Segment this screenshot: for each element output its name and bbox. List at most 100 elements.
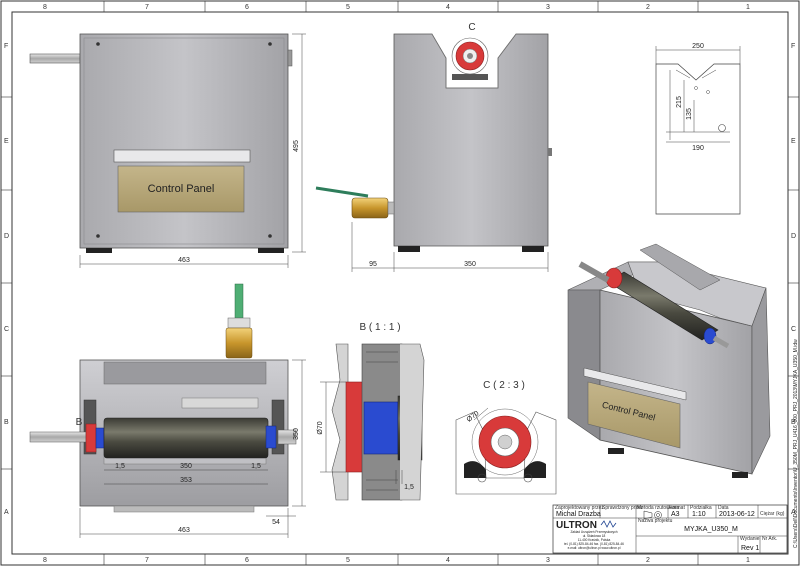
profile-dim-width-bottom: 190: [692, 145, 704, 152]
ruler-col-6-bottom: 6: [245, 557, 249, 564]
top-dim-gap-right: 1,5: [251, 463, 261, 470]
top-dim-gap-left: 1,5: [115, 463, 125, 470]
iso-control-panel: [587, 381, 681, 449]
front-foot-right: [258, 248, 284, 253]
top-dim-overall: 463: [178, 527, 190, 534]
ruler-col-3-bottom: 3: [546, 557, 550, 564]
ruler-col-4-bottom: 4: [446, 557, 450, 564]
detail-b-dim-gap: 1,5: [404, 484, 414, 491]
ruler-col-2-bottom: 2: [646, 557, 650, 564]
top-bearing-red: [85, 423, 97, 453]
side-dim-valve: 95: [369, 261, 377, 268]
tb-scale: 1:10: [692, 511, 706, 518]
ruler-col-1: 1: [746, 4, 750, 11]
ruler-col-8-bottom: 8: [43, 557, 47, 564]
ruler-row-e-right: E: [791, 138, 796, 145]
tb-format: A3: [671, 511, 680, 518]
tb-drawing-name: MYJKA_U350_M: [684, 526, 738, 533]
tb-checked-by-label: Sprawdzony przez: [602, 505, 644, 511]
ruler-col-5: 5: [346, 4, 350, 11]
tb-company-line-2: ul. Składowa 18: [583, 534, 606, 538]
profile-outline: [655, 63, 741, 215]
front-control-panel: [117, 165, 245, 213]
side-ball-valve: [351, 197, 389, 219]
tb-drawn-by: Michal Drazba: [556, 511, 601, 518]
iso-view: Control Panel: [567, 243, 771, 478]
top-dim-foot: 54: [272, 519, 280, 526]
profile-drain-hole: [718, 124, 726, 132]
ruler-col-7-bottom: 7: [145, 557, 149, 564]
front-view: Control Panel 463 495: [29, 33, 306, 268]
tb-date-label: Data: [718, 505, 729, 511]
tb-mass-label: Ciężar (kg): [760, 511, 785, 517]
ruler-row-d: D: [4, 233, 9, 240]
detail-c-title: C ( 2 : 3 ): [483, 380, 525, 391]
side-label-c: C: [468, 22, 475, 33]
ruler-rows-left: F E D C B A: [4, 43, 9, 516]
detail-b-view: B ( 1 : 1 ) Ø70 1,5: [317, 322, 425, 501]
front-shaft: [29, 53, 81, 64]
ruler-row-c-right: C: [791, 326, 796, 333]
logo-wave-icon: [600, 520, 617, 528]
ruler-col-1-bottom: 1: [746, 557, 750, 564]
top-shaft-left: [29, 431, 87, 443]
detail-c-view: C ( 2 : 3 ) Ø70: [455, 380, 557, 495]
ruler-row-a-right: A: [791, 509, 796, 516]
valve-handle: [315, 186, 369, 198]
projection-symbol-icon: [643, 510, 662, 520]
ruler-col-3: 3: [546, 4, 550, 11]
profile-view: 250 215 135 190: [655, 43, 741, 215]
tb-revision-label: Wydanie: [740, 536, 760, 542]
tb-company-line-5: e-mail: ultron@ultron.pl www.ultron.pl: [568, 546, 621, 550]
front-slot: [113, 149, 251, 163]
tb-company-line-1: Zakład Urządzeń Przemysłowych: [570, 530, 617, 534]
tb-company-line-4: tel. (0-81) 825-84-46 fax. (0-81) 825-84…: [564, 542, 624, 546]
profile-dim-height-outer: 215: [676, 96, 683, 108]
detail-b-dim-dia: Ø70: [317, 421, 324, 434]
tb-drawn-by-label: Zaprojektowany przez: [555, 505, 604, 511]
top-dim-roller: 350: [180, 463, 192, 470]
top-label-b: B: [76, 417, 83, 428]
tb-name-label: Nazwa projektu: [638, 518, 673, 524]
detail-b-title: B ( 1 : 1 ): [359, 322, 400, 333]
profile-dim-height-inner: 135: [686, 108, 693, 120]
ruler-columns-bottom: 8 7 6 5 4 3 2 1: [43, 557, 750, 564]
front-foot-left: [86, 248, 112, 253]
ruler-row-a: A: [4, 509, 9, 516]
ultron-logo: ULTRON: [556, 520, 597, 531]
ruler-row-b: B: [4, 419, 9, 426]
profile-dim-width-top: 250: [692, 43, 704, 50]
tb-revision: Rev 1: [741, 545, 759, 552]
ruler-row-b-right: B: [791, 419, 796, 426]
ruler-col-4: 4: [446, 4, 450, 11]
top-dim-inner: 353: [180, 477, 192, 484]
detail-b-hub: [363, 401, 399, 455]
file-path: C:\Users\Dell\Documents\Inventor\U_350M_…: [793, 339, 799, 548]
ruler-row-f: F: [4, 43, 8, 50]
tb-proj-label: Metoda rzutowania: [637, 505, 679, 511]
title-block: Zaprojektowany przez Michal Drazba Spraw…: [552, 504, 788, 554]
front-housing: [79, 33, 289, 249]
tb-sheet-label: Nr Ark.: [762, 536, 777, 542]
tb-company-line-3: 11-400 Kraśnik, Polska: [578, 538, 611, 542]
ruler-col-7: 7: [145, 4, 149, 11]
ruler-row-f-right: F: [791, 43, 795, 50]
top-shaft-right: [277, 429, 297, 445]
top-ball-valve: [225, 327, 253, 359]
tb-scale-label: Podziałka: [690, 505, 712, 511]
side-view: C 95 350: [315, 22, 552, 272]
front-dim-width: 463: [178, 257, 190, 264]
front-dim-height: 495: [293, 140, 300, 152]
ruler-col-8: 8: [43, 4, 47, 11]
ruler-row-c: C: [4, 326, 9, 333]
ruler-col-6: 6: [245, 4, 249, 11]
top-roller: [103, 417, 269, 459]
side-dim-depth: 350: [464, 261, 476, 268]
top-dim-depth: 350: [293, 428, 300, 440]
ruler-columns-top: 8 7 6 5 4 3 2 1: [43, 4, 750, 11]
tb-date: 2013-06-12: [719, 511, 755, 518]
tb-format-label: Format: [669, 505, 685, 511]
front-panel-label: Control Panel: [148, 183, 215, 195]
